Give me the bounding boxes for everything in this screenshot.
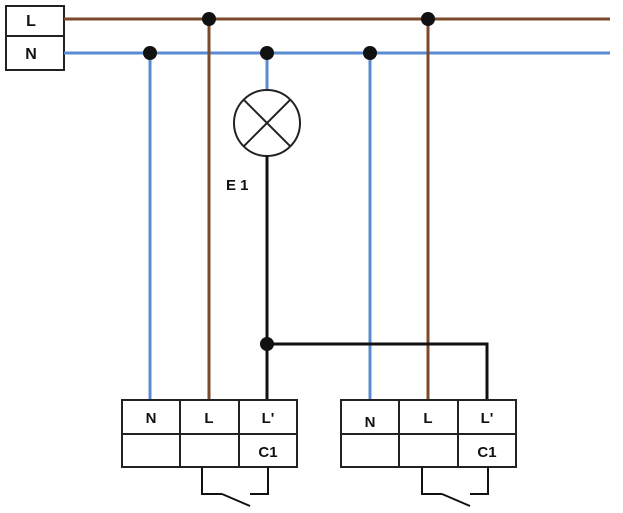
switch2-terminal-l: L [423,410,432,427]
switch1-terminal-n: N [146,410,157,427]
switch1-terminal-l: L [204,410,213,427]
switch2-channel-label: C1 [477,444,496,461]
switch-contact-icon [421,467,489,507]
junction-dot [421,12,435,26]
supply-neutral-label: N [25,46,37,63]
switch2-terminal-n: N [365,414,376,431]
junction-dot [363,46,377,60]
junction-dot [143,46,157,60]
junction-dot [260,46,274,60]
switch2-terminal-l-prime: L' [481,410,494,427]
lamp-label: E 1 [226,177,249,194]
supply-line-label: L [26,13,36,30]
junction-dot [260,337,274,351]
supply-terminal-block: L N [5,5,65,71]
switch2-terminal-block: N L L' C1 [340,399,517,468]
switched-wire-branch [267,342,489,400]
junction-dot [202,12,216,26]
lamp-icon [233,89,301,157]
switch1-terminal-l-prime: L' [262,410,275,427]
switch1-channel-label: C1 [258,444,277,461]
supply-neutral-terminal [5,35,65,71]
switch-contact-icon [201,467,269,507]
switch1-terminal-block: N L L' C1 [121,399,298,468]
